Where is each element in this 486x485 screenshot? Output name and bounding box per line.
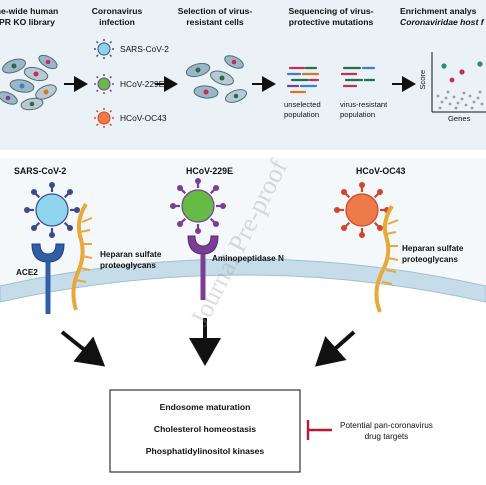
- heparan-label-right: Heparan sulfate proteoglycans: [402, 244, 463, 265]
- hcov-229e-virion-icon: [170, 178, 226, 234]
- virus-label-sars: SARS-CoV-2: [120, 44, 169, 54]
- step3-title-line2: resistant cells: [186, 17, 244, 27]
- heparan-label-left: Heparan sulfate proteoglycans: [100, 250, 161, 271]
- step4-title-line1: Sequencing of virus-: [288, 6, 374, 16]
- inhibition-label-line1: Potential pan-coronavirus: [340, 421, 433, 430]
- inhibition-label-line2: drug targets: [364, 431, 409, 441]
- step2-title: Coronavirus infection: [82, 6, 152, 28]
- virus-sars-small-icon: [94, 39, 114, 59]
- population-resistant-line2: population: [340, 109, 376, 119]
- panel-title-sars: SARS-CoV-2: [14, 166, 67, 176]
- step5-title-line1: Enrichment analys: [400, 6, 477, 16]
- population-unselected-line1: unselected: [284, 100, 321, 109]
- step3-title: Selection of virus- resistant cells: [172, 6, 258, 28]
- step2-title-line2: infection: [99, 17, 135, 27]
- heparan-right-line2: proteoglycans: [402, 254, 458, 264]
- step3-title-line1: Selection of virus-: [177, 6, 253, 16]
- resistant-reads: [340, 66, 376, 88]
- heparan-left-line1: Heparan sulfate: [100, 250, 162, 259]
- step4-title-line2: protective mutations: [288, 17, 374, 27]
- virus-label-229e: HCoV-229E: [120, 79, 165, 89]
- virus-label-oc43: HCoV-OC43: [120, 113, 167, 123]
- target-item-cholesterol: Cholesterol homeostasis: [153, 424, 257, 434]
- step1-title-line2: PR KO library: [0, 17, 55, 27]
- inhibition-symbol: [306, 420, 332, 440]
- step5-title: Enrichment analys Coronaviridae host f: [400, 6, 486, 28]
- plot-xlabel: Genes: [448, 114, 471, 123]
- step1-title: ne-wide human PR KO library: [0, 6, 62, 28]
- ko-library-cells: [0, 54, 58, 111]
- unselected-reads: [286, 66, 320, 94]
- aminopeptidase-n-receptor: [187, 235, 219, 300]
- resistant-cells: [185, 55, 248, 103]
- ace2-label: ACE2: [16, 268, 38, 277]
- heparan-right-line1: Heparan sulfate: [402, 244, 464, 253]
- top-panel-bg: [0, 0, 486, 150]
- heparan-left-line2: proteoglycans: [100, 260, 156, 270]
- arrow-right-down: [315, 330, 356, 367]
- population-unselected-line2: population: [284, 109, 320, 119]
- population-resistant-line1: virus-resistant: [340, 100, 388, 109]
- step4-title: Sequencing of virus- protective mutation…: [276, 6, 386, 28]
- sars-cov-2-virion-icon: [24, 182, 80, 238]
- ace2-receptor: [31, 243, 65, 314]
- score-plot: [431, 52, 486, 113]
- population-unselected: unselected population: [284, 100, 321, 119]
- target-item-pi-kinases: Phosphatidylinositol kinases: [145, 446, 265, 456]
- plot-ylabel: Score: [418, 69, 428, 90]
- panel-title-229e: HCoV-229E: [186, 166, 233, 176]
- step5-title-line2: Coronaviridae host f: [400, 17, 484, 27]
- virus-229e-small-icon: [94, 74, 114, 94]
- inhibition-label: Potential pan-coronavirus drug targets: [340, 421, 433, 442]
- cell-membrane: [0, 258, 486, 303]
- aminopeptidase-label: Aminopeptidase N: [212, 254, 284, 263]
- population-resistant: virus-resistant population: [340, 100, 387, 119]
- panel-title-oc43: HCoV-OC43: [356, 166, 406, 176]
- heparan-sulfate-left: [71, 202, 93, 311]
- step2-title-line1: Coronavirus: [91, 6, 143, 16]
- arrow-left-down: [60, 330, 106, 367]
- heparan-sulfate-right: [374, 204, 399, 313]
- step1-title-line1: ne-wide human: [0, 6, 59, 16]
- hcov-oc43-virion-icon: [334, 182, 390, 238]
- targets-box: [109, 389, 301, 473]
- target-item-endosome: Endosome maturation: [159, 402, 251, 412]
- virus-oc43-small-icon: [94, 108, 114, 128]
